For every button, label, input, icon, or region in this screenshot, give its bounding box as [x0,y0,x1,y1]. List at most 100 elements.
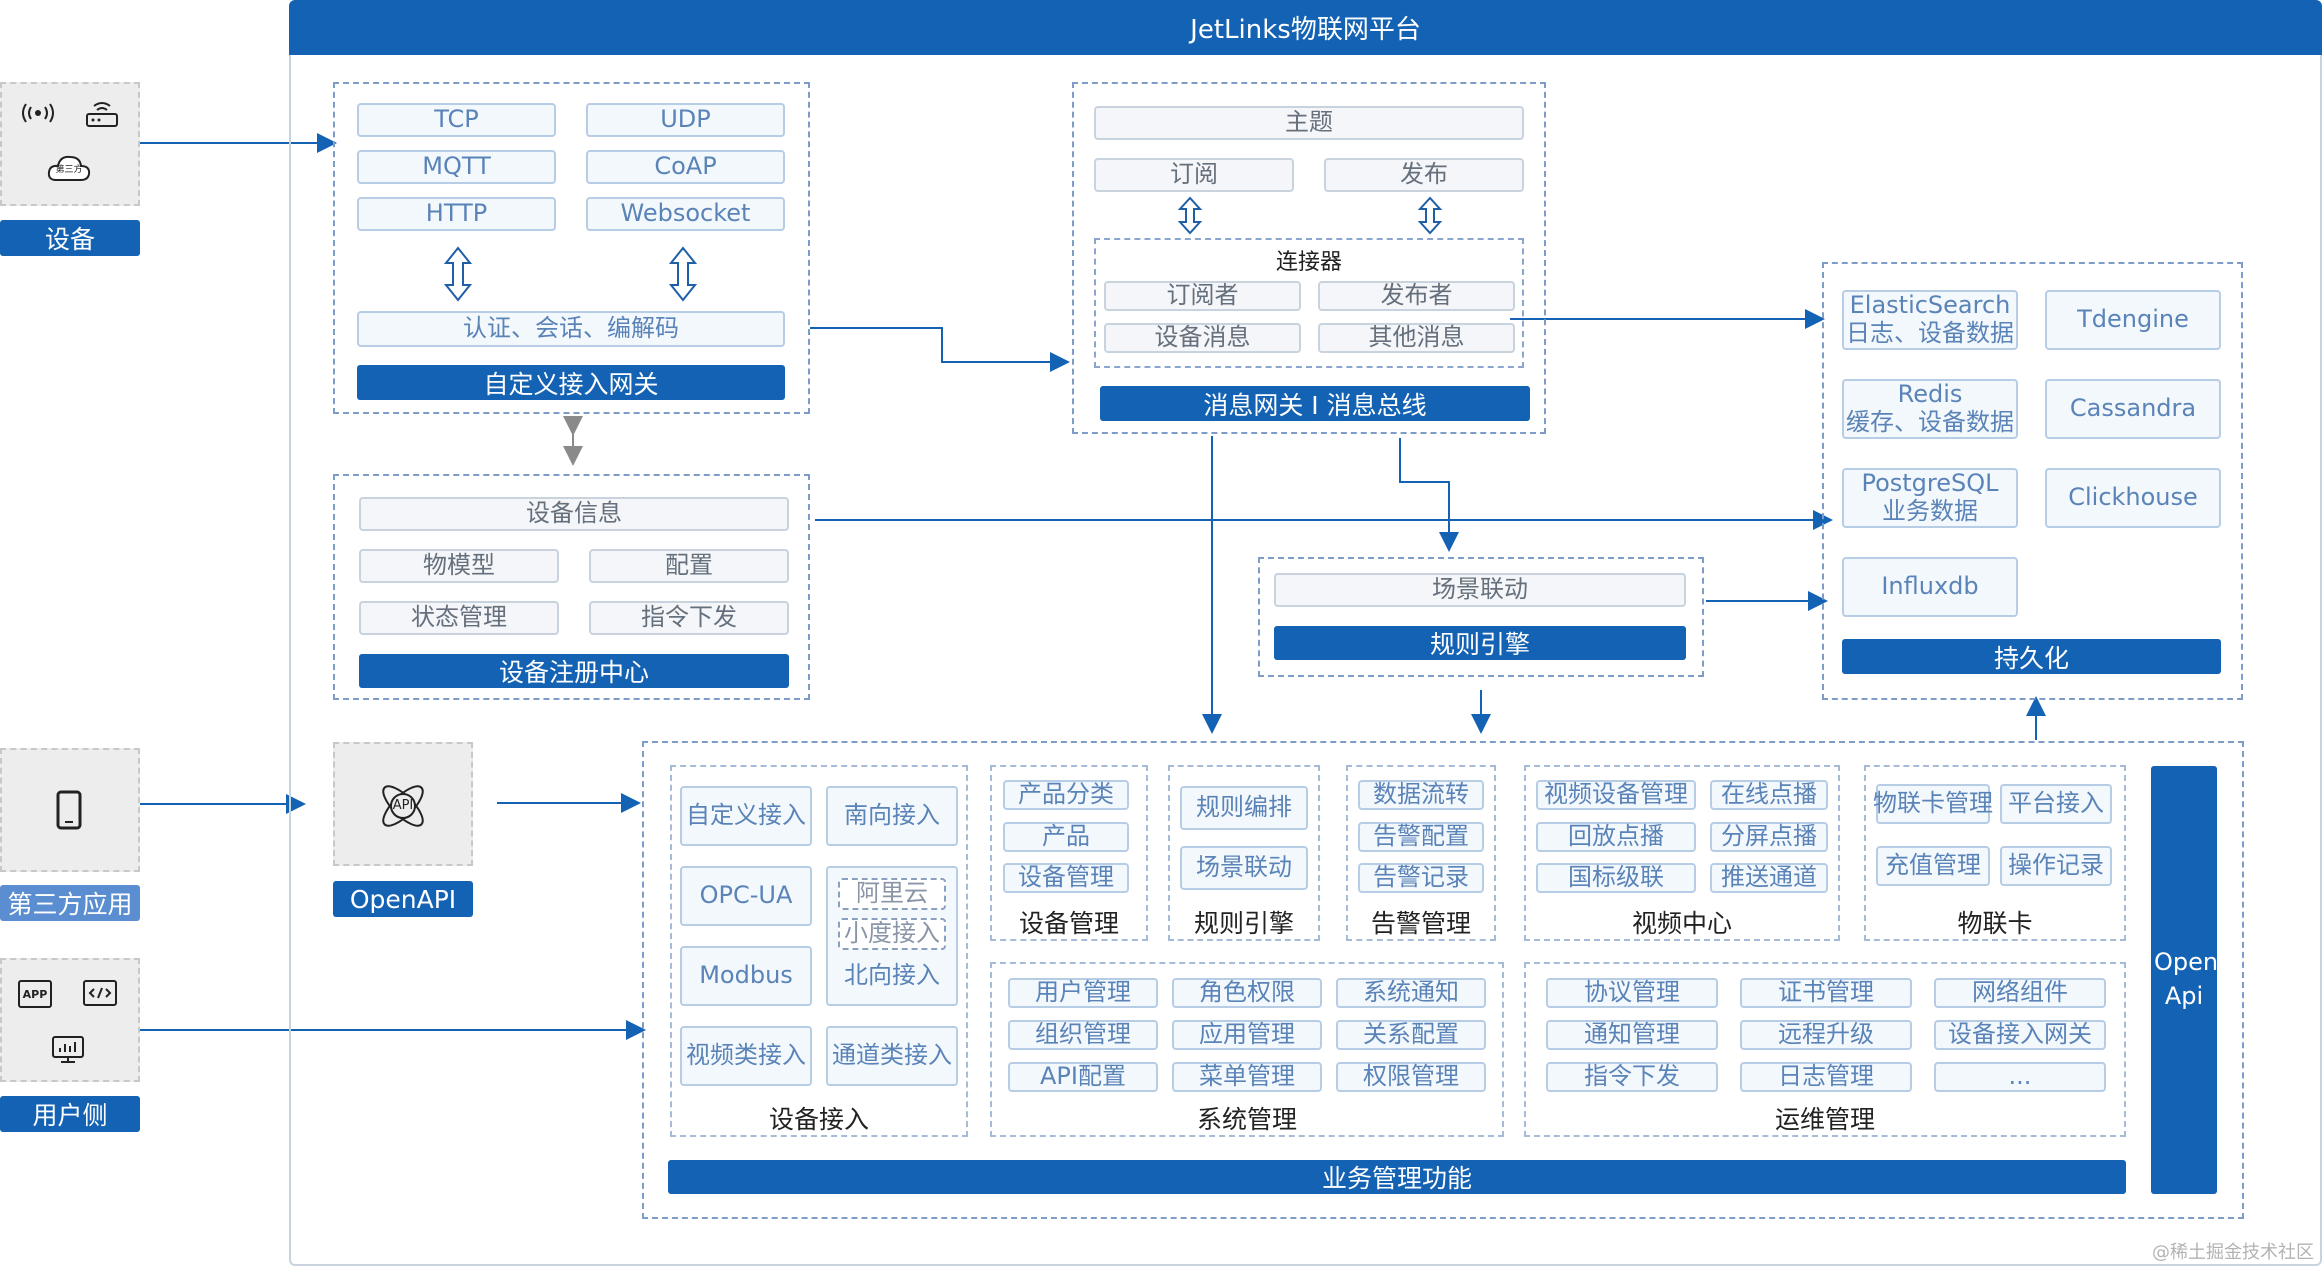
access-modbus: Modbus [680,946,812,1006]
device-info: 设备信息 [359,497,789,531]
access-group [670,765,968,1137]
system-user: 用户管理 [1008,978,1158,1008]
registry-state-mgmt: 状态管理 [359,601,559,635]
alarm-dataflow: 数据流转 [1358,780,1484,810]
access-caption: 设备接入 [768,1105,869,1134]
access-south: 南向接入 [826,786,958,846]
api-badge: API [392,798,414,813]
open-api-column: Open Api [2151,766,2219,1194]
user-side-label: 用户侧 [0,1096,140,1132]
iotcard-recharge: 充值管理 [1876,846,1990,886]
access-custom: 自定义接入 [680,786,812,846]
north-xiaodu: 小度接入 [838,918,946,950]
device-mgmt-caption: 设备管理 [1018,909,1119,938]
connector-label: 连接器 [1275,250,1342,275]
video-group [1524,765,1840,941]
system-role: 角色权限 [1172,978,1322,1008]
bus-title: 消息网关 I 消息总线 [1100,386,1530,421]
iotcard-mgmt: 物联卡管理 [1873,784,1993,824]
ops-command: 指令下发 [1546,1062,1718,1092]
access-opcua: OPC-UA [680,866,812,926]
double-arrow-left [443,246,473,302]
system-org: 组织管理 [1008,1020,1158,1050]
db-elasticsearch-note: 日志、设备数据 [1846,319,2014,347]
ops-protocol: 协议管理 [1546,978,1718,1008]
system-caption: 系统管理 [1196,1105,1297,1134]
auth-codec: 认证、会话、编解码 [357,311,785,347]
rule-mgmt-scene: 场景联动 [1180,846,1308,890]
persist-title: 持久化 [1842,639,2221,674]
video-device-mgmt: 视频设备管理 [1536,780,1696,810]
db-cassandra: Cassandra [2045,379,2221,439]
protocol-websocket: Websocket [586,197,785,231]
bus-subscribe: 订阅 [1094,158,1294,192]
registry-command: 指令下发 [589,601,789,635]
video-playback: 回放点播 [1536,822,1696,852]
devices-icon-box [0,82,140,206]
cloud-thirdparty-icon: 第三方 [46,152,92,184]
api-atom-icon: API [375,778,431,834]
persist-section [1822,262,2243,700]
db-redis-note: 缓存、设备数据 [1846,408,2014,436]
wireless-signal-icon [22,103,54,123]
rule-mgmt-group [1168,765,1320,941]
thirdparty-badge: 第三方 [55,165,83,175]
protocol-tcp: TCP [357,103,556,137]
alarm-config: 告警配置 [1358,822,1484,852]
platform-title: JetLinks物联网平台 [1190,15,1421,45]
alarm-group [1346,765,1496,941]
db-elasticsearch-name: ElasticSearch [1849,291,2011,320]
open-api-label: Open Api [2154,948,2219,1010]
system-menu: 菜单管理 [1172,1062,1322,1092]
arrow-bus-to-rule [1399,438,1459,552]
ops-caption: 运维管理 [1774,1105,1875,1134]
system-relation: 关系配置 [1336,1020,1486,1050]
db-redis-name: Redis [1897,380,1963,409]
rule-mgmt-orchestrate: 规则编排 [1180,786,1308,830]
ops-log: 日志管理 [1740,1062,1912,1092]
protocol-udp: UDP [586,103,785,137]
connector-section [1094,238,1524,368]
video-push-channel: 推送通道 [1710,863,1828,893]
devices-label: 设备 [0,220,140,256]
access-channel: 通道类接入 [826,1026,958,1086]
north-label: 北向接入 [844,961,940,989]
bus-topic: 主题 [1094,106,1524,140]
iotcard-group [1864,765,2126,941]
system-notify: 系统通知 [1336,978,1486,1008]
app-tag: APP [22,987,48,1001]
ops-more: ... [1934,1062,2106,1092]
gateway-title: 自定义接入网关 [357,365,785,400]
double-arrow-publish [1417,196,1443,235]
ops-access-gateway: 设备接入网关 [1934,1020,2106,1050]
rule-scene: 场景联动 [1274,573,1686,607]
bus-section [1072,82,1546,434]
device-mgmt-group [990,765,1148,941]
video-gb-cascade: 国标级联 [1536,863,1696,893]
monitor-icon [52,1036,84,1063]
access-video: 视频类接入 [680,1026,812,1086]
business-title: 业务管理功能 [668,1160,2126,1194]
platform-title-bar: JetLinks物联网平台 [289,0,2322,55]
openapi-label: OpenAPI [333,881,473,917]
access-north-group: 阿里云 小度接入 北向接入 [826,866,958,1006]
mobile-phone-icon [56,790,82,830]
double-arrow-right [668,246,698,302]
bus-subscriber: 订阅者 [1104,281,1301,311]
watermark: @稀土掘金技术社区 [2152,1242,2314,1263]
protocol-coap: CoAP [586,150,785,184]
bus-publisher: 发布者 [1318,281,1515,311]
device-mgmt-category: 产品分类 [1003,780,1129,810]
db-postgresql-name: PostgreSQL [1861,469,1999,498]
business-section [642,741,2244,1219]
third-app-icon-box [0,748,140,872]
bus-other-message: 其他消息 [1318,323,1515,353]
system-app: 应用管理 [1172,1020,1322,1050]
rule-section [1258,557,1704,677]
system-api: API配置 [1008,1062,1158,1092]
system-group [990,962,1504,1137]
db-clickhouse: Clickhouse [2045,468,2221,528]
third-app-label: 第三方应用 [0,885,140,921]
